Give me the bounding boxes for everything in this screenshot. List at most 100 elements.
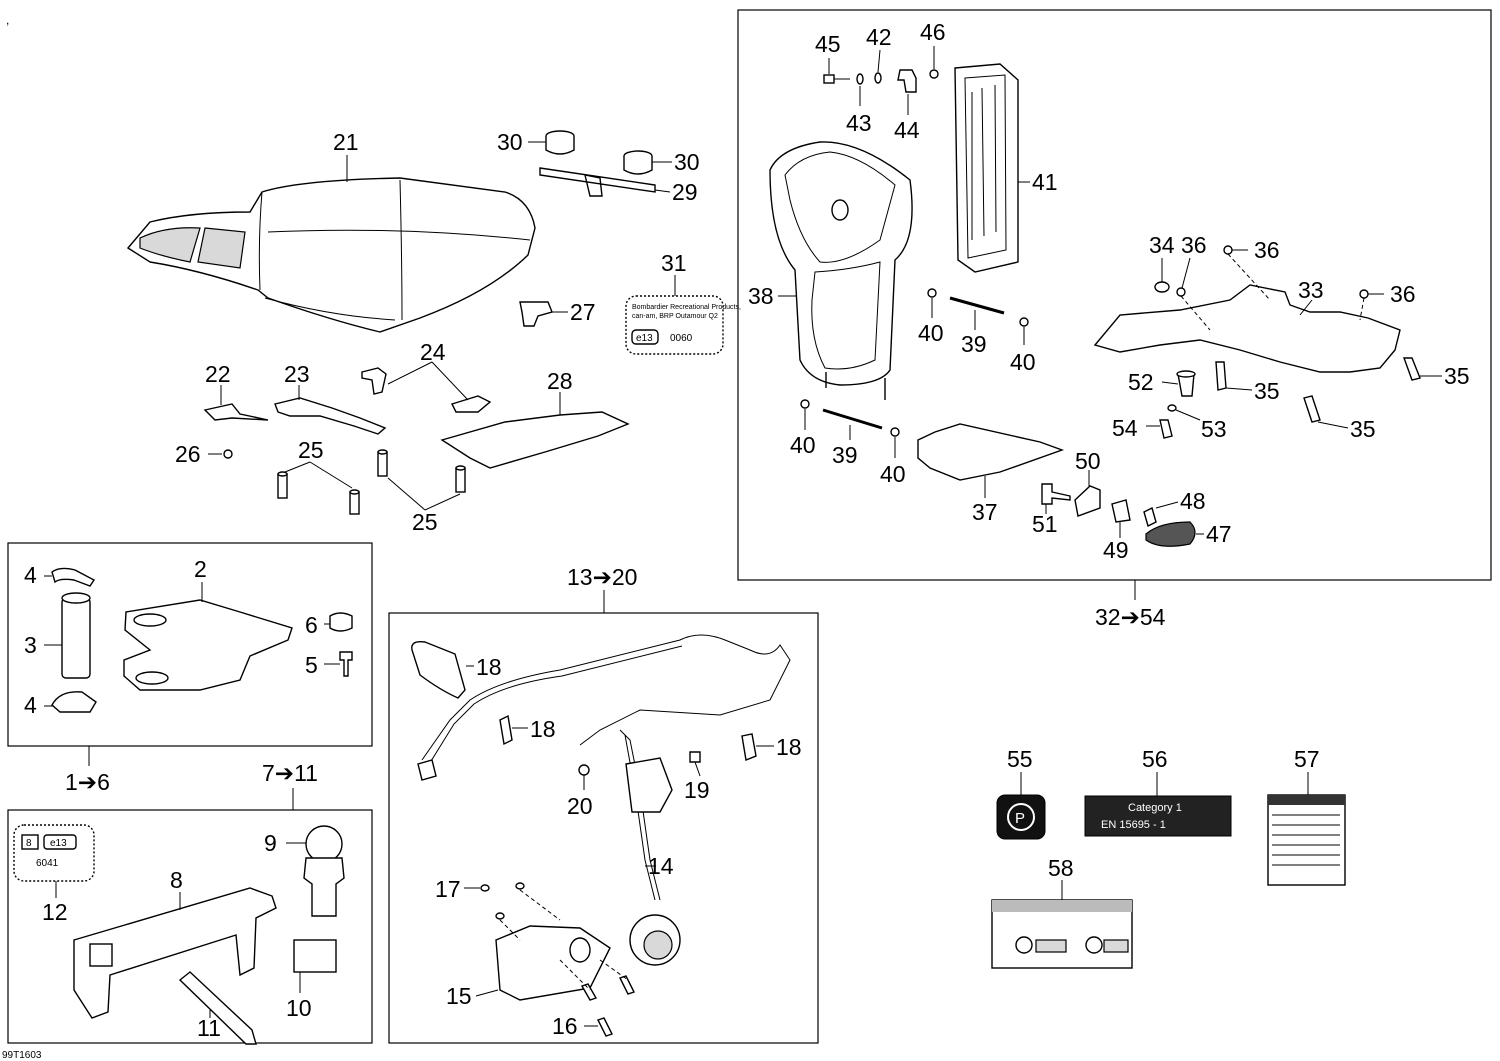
slide-41-part bbox=[954, 63, 1019, 273]
wiring-13-20-part bbox=[411, 634, 791, 1037]
callout-40-a: 40 bbox=[918, 320, 944, 346]
hitch-1-6-part bbox=[51, 567, 353, 713]
rod-39-part bbox=[800, 288, 1029, 437]
callout-36-b: 36 bbox=[1254, 237, 1280, 263]
callout-25-a: 25 bbox=[298, 437, 324, 463]
callout-58: 58 bbox=[1048, 855, 1074, 881]
callout-36-c: 36 bbox=[1390, 281, 1416, 307]
bolt-35-part bbox=[1215, 357, 1421, 423]
label-12: 8 e13 6041 bbox=[13, 824, 95, 882]
callout-54: 54 bbox=[1112, 415, 1138, 441]
shield-28-part bbox=[440, 411, 630, 469]
svg-text:P: P bbox=[1015, 810, 1025, 827]
callout-40-d: 40 bbox=[880, 461, 906, 487]
decal-55-park: P bbox=[996, 794, 1046, 840]
hitch-7-11-part bbox=[73, 825, 345, 1045]
callout-43: 43 bbox=[846, 110, 872, 136]
spacer-25-part bbox=[277, 449, 466, 515]
callout-48: 48 bbox=[1180, 488, 1206, 514]
latch-part bbox=[519, 301, 553, 327]
svg-text:Category 1: Category 1 bbox=[1128, 802, 1182, 814]
callout-53: 53 bbox=[1201, 416, 1227, 442]
callout-40-b: 40 bbox=[1010, 349, 1036, 375]
svg-text:e13: e13 bbox=[50, 838, 67, 849]
callout-27: 27 bbox=[570, 299, 596, 325]
callout-15: 15 bbox=[446, 983, 472, 1009]
callout-44: 44 bbox=[894, 117, 920, 143]
callout-41: 41 bbox=[1032, 169, 1058, 195]
svg-text:Bombardier Recreational Produc: Bombardier Recreational Products, bbox=[632, 304, 741, 311]
svg-text:can-am, BRP Outamour Q2: can-am, BRP Outamour Q2 bbox=[632, 313, 718, 320]
callout-37: 37 bbox=[972, 499, 998, 525]
callout-31: 31 bbox=[661, 250, 687, 276]
callout-30-b: 30 bbox=[674, 149, 700, 175]
callout-18-c: 18 bbox=[776, 734, 802, 760]
callout-11: 11 bbox=[197, 1015, 221, 1041]
callout-55: 55 bbox=[1007, 746, 1033, 772]
mount-plate-33-part bbox=[1093, 284, 1401, 373]
clip-22-part bbox=[203, 403, 269, 421]
callout-18-a: 18 bbox=[476, 654, 502, 680]
frame-group-7-11 bbox=[7, 809, 373, 1044]
callout-29: 29 bbox=[672, 179, 698, 205]
nut-26-part bbox=[223, 449, 233, 459]
callout-20: 20 bbox=[567, 793, 593, 819]
bracket-24-part bbox=[361, 367, 492, 413]
callout-14: 14 bbox=[648, 853, 674, 879]
callout-39-b: 39 bbox=[832, 442, 858, 468]
callout-17: 17 bbox=[435, 876, 461, 902]
svg-text:8: 8 bbox=[26, 838, 32, 849]
callout-40-c: 40 bbox=[790, 432, 816, 458]
callout-33: 33 bbox=[1298, 277, 1324, 303]
callout-56: 56 bbox=[1142, 746, 1168, 772]
callout-12: 12 bbox=[42, 899, 68, 925]
callout-4-b: 4 bbox=[24, 692, 37, 718]
group-label-1-6: 1➔6 bbox=[65, 769, 110, 795]
callout-6: 6 bbox=[305, 612, 318, 638]
callout-16: 16 bbox=[552, 1013, 578, 1039]
callout-4-a: 4 bbox=[24, 562, 37, 588]
callout-18-b: 18 bbox=[530, 716, 556, 742]
backrest-38-part bbox=[769, 141, 913, 400]
callout-8: 8 bbox=[170, 867, 183, 893]
callout-39-a: 39 bbox=[961, 331, 987, 357]
callout-22: 22 bbox=[205, 361, 231, 387]
drawing-number: 99T1603 bbox=[2, 1050, 42, 1061]
callout-35-a: 35 bbox=[1254, 378, 1280, 404]
callout-50: 50 bbox=[1075, 448, 1101, 474]
callout-38: 38 bbox=[748, 283, 774, 309]
hardware-52-54-part bbox=[1159, 370, 1196, 439]
label-31: Bombardier Recreational Products, can-am… bbox=[625, 295, 741, 355]
bumper-part bbox=[545, 130, 653, 175]
callout-49: 49 bbox=[1103, 537, 1129, 563]
svg-text:0060: 0060 bbox=[670, 333, 693, 344]
top-mark: , bbox=[6, 13, 9, 27]
frame-group-32-54 bbox=[737, 9, 1492, 581]
callout-36-a: 36 bbox=[1181, 232, 1207, 258]
seat-part bbox=[126, 177, 536, 333]
callout-23: 23 bbox=[284, 361, 310, 387]
callout-3: 3 bbox=[24, 632, 37, 658]
callout-34: 34 bbox=[1149, 232, 1175, 258]
callout-19: 19 bbox=[684, 777, 710, 803]
callout-5: 5 bbox=[305, 652, 318, 678]
seat-bracket-part bbox=[539, 167, 656, 197]
callout-46: 46 bbox=[920, 19, 946, 45]
callout-47: 47 bbox=[1206, 521, 1232, 547]
callout-45: 45 bbox=[815, 31, 841, 57]
callout-42: 42 bbox=[866, 24, 892, 50]
callout-21: 21 bbox=[333, 129, 359, 155]
callout-28: 28 bbox=[547, 368, 573, 394]
decal-56-category: Category 1 EN 15695 - 1 bbox=[1084, 795, 1232, 837]
callout-26: 26 bbox=[175, 441, 201, 467]
callout-10: 10 bbox=[286, 995, 312, 1021]
group-label-13-20: 13➔20 bbox=[567, 564, 637, 590]
callout-2: 2 bbox=[194, 556, 207, 582]
group-label-32-54: 32➔54 bbox=[1095, 604, 1166, 630]
callout-51: 51 bbox=[1032, 511, 1058, 537]
svg-text:6041: 6041 bbox=[36, 858, 59, 869]
callout-35-c: 35 bbox=[1350, 416, 1376, 442]
group-label-7-11: 7➔11 bbox=[262, 760, 318, 786]
callout-52: 52 bbox=[1128, 369, 1154, 395]
